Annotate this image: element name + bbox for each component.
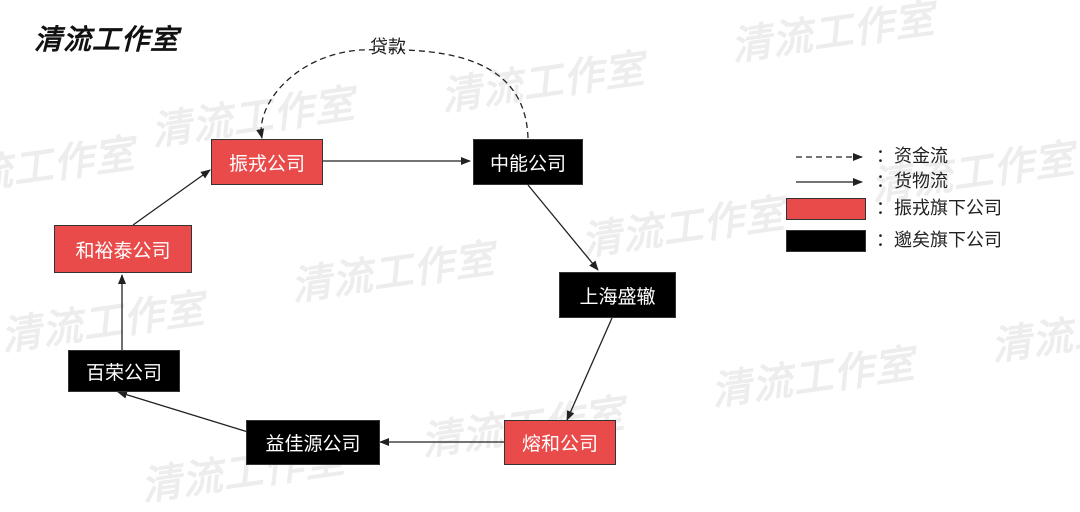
legend-black-text: ：邈矣旗下公司 (876, 230, 1002, 251)
node-yijiayuan: 益佳源公司 (246, 420, 380, 465)
node-label: 和裕泰公司 (75, 239, 171, 262)
node-label: 百荣公司 (85, 361, 162, 384)
node-label: 振戎公司 (228, 152, 305, 175)
node-zhenrong: 振戎公司 (211, 139, 323, 185)
flow-arrow (566, 317, 613, 421)
node-label: 益佳源公司 (265, 433, 361, 455)
node-shanghai-shengzhe: 上海盛辙 (559, 272, 676, 318)
node-ronghe: 熔和公司 (504, 420, 616, 465)
legend-solid-text: ：货物流 (876, 171, 948, 192)
loan-arrow (256, 48, 529, 139)
logo: 清流工作室 (34, 23, 180, 56)
legend-red-swatch (786, 198, 866, 220)
legend-red-text: ：振戎旗下公司 (876, 198, 1002, 219)
flow-arrow (117, 390, 249, 433)
flow-arrow (527, 184, 599, 271)
node-zhongneng: 中能公司 (473, 139, 583, 185)
diagram-arrows (117, 48, 863, 446)
loan-label: 贷款 (370, 37, 406, 58)
flow-arrow (132, 169, 211, 226)
node-label: 上海盛辙 (579, 285, 656, 308)
legend-dashed-text: ：资金流 (876, 146, 948, 167)
node-heyutai: 和裕泰公司 (54, 225, 192, 273)
legend-black-swatch (786, 230, 866, 252)
node-label: 中能公司 (489, 152, 566, 175)
node-bairong: 百荣公司 (68, 350, 180, 392)
node-label: 熔和公司 (521, 433, 598, 455)
